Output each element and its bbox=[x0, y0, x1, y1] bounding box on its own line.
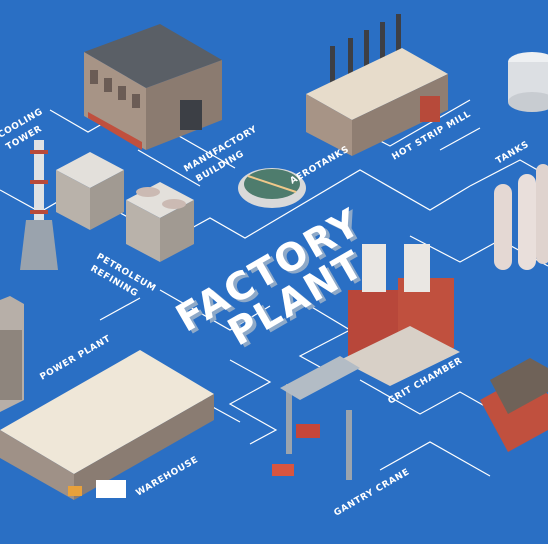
label-gantry-crane: GANTRY CRANE bbox=[333, 467, 412, 518]
gantry-crane-illustration bbox=[272, 356, 360, 480]
tanks-illustration bbox=[494, 52, 548, 270]
label-warehouse: WAREHOUSE bbox=[135, 455, 201, 499]
aerotank-illustration bbox=[238, 168, 306, 208]
right-building-illustration bbox=[480, 358, 548, 452]
manufactory-building-illustration bbox=[84, 24, 222, 150]
hot-strip-mill-illustration bbox=[306, 14, 448, 156]
cooling-tower-illustration bbox=[20, 140, 58, 270]
grit-chamber-illustration bbox=[340, 244, 460, 386]
power-plant-illustration bbox=[0, 296, 24, 412]
warehouse-illustration bbox=[0, 350, 214, 500]
petroleum-refining-illustration bbox=[56, 152, 194, 262]
